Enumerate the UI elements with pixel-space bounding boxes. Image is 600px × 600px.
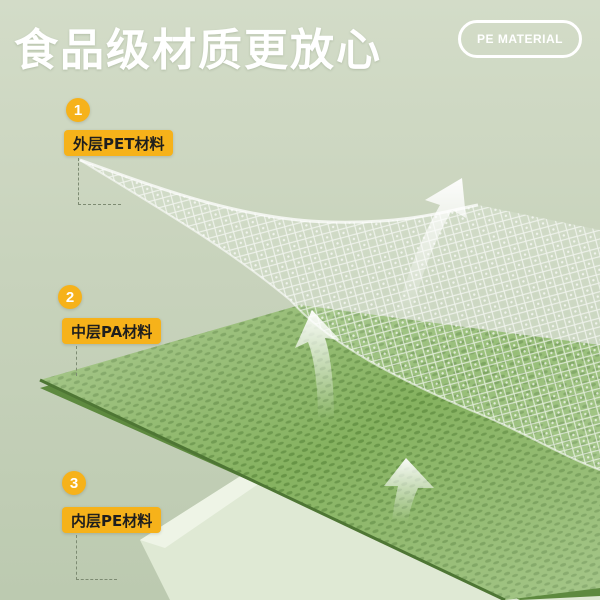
- leader-line-3: [76, 535, 117, 580]
- headline: 食品级材质更放心: [14, 25, 382, 76]
- layer-number-1: 1: [66, 98, 90, 122]
- layer-number-2: 2: [58, 285, 82, 309]
- airflow-arrows: [295, 178, 466, 522]
- layer-label-outer: 外层PET材料: [64, 130, 174, 156]
- pe-material-badge: PE MATERIAL: [458, 20, 582, 58]
- leader-line-1: [78, 158, 121, 205]
- layer-label-middle: 中层PA材料: [62, 318, 162, 344]
- leader-line-2: [76, 346, 78, 376]
- layer-label-inner: 内层PE材料: [62, 507, 162, 533]
- layer-number-3: 3: [62, 471, 86, 495]
